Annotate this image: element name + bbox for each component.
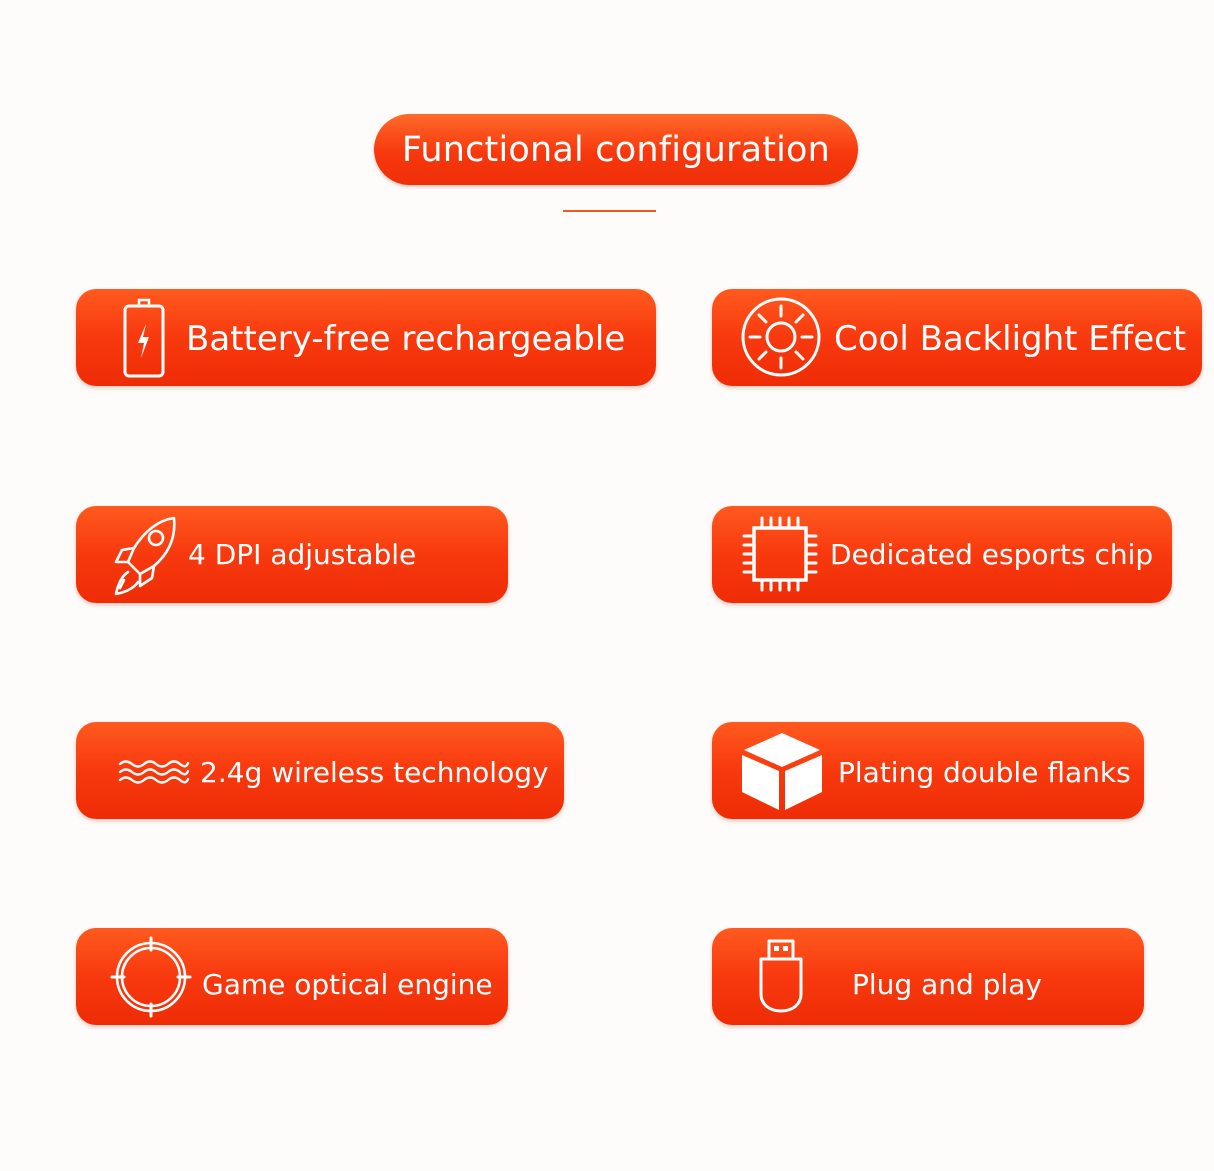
- feature-card-battery: Battery-free rechargeable: [76, 289, 656, 386]
- usb-stick-icon: [756, 938, 806, 1014]
- section-title-text: Functional configuration: [401, 129, 831, 170]
- waves-icon: [118, 758, 190, 786]
- battery-icon: [120, 297, 166, 379]
- crosshair-icon: [110, 936, 192, 1018]
- feature-card-optical: Game optical engine: [76, 928, 508, 1025]
- feature-label: Cool Backlight Effect: [834, 319, 1187, 359]
- feature-card-wireless: 2.4g wireless technology: [76, 722, 564, 819]
- feature-card-plugplay: Plug and play: [712, 928, 1144, 1025]
- feature-label: Battery-free rechargeable: [186, 319, 626, 359]
- feature-label: Plating double flanks: [838, 756, 1131, 789]
- feature-card-backlight: Cool Backlight Effect: [712, 289, 1202, 386]
- feature-label: Plug and play: [852, 968, 1042, 1001]
- sun-icon: [740, 296, 822, 378]
- feature-label: 4 DPI adjustable: [188, 538, 417, 571]
- chip-icon: [740, 514, 820, 594]
- feature-label: Game optical engine: [202, 968, 493, 1001]
- feature-card-dpi: 4 DPI adjustable: [76, 506, 508, 603]
- cube-icon: [740, 730, 824, 812]
- section-title: Functional configuration: [374, 114, 858, 185]
- rocket-icon: [110, 514, 182, 598]
- title-divider: [563, 210, 656, 212]
- feature-card-plating: Plating double flanks: [712, 722, 1144, 819]
- feature-card-chip: Dedicated esports chip: [712, 506, 1172, 603]
- feature-label: 2.4g wireless technology: [200, 756, 549, 789]
- feature-label: Dedicated esports chip: [830, 538, 1154, 571]
